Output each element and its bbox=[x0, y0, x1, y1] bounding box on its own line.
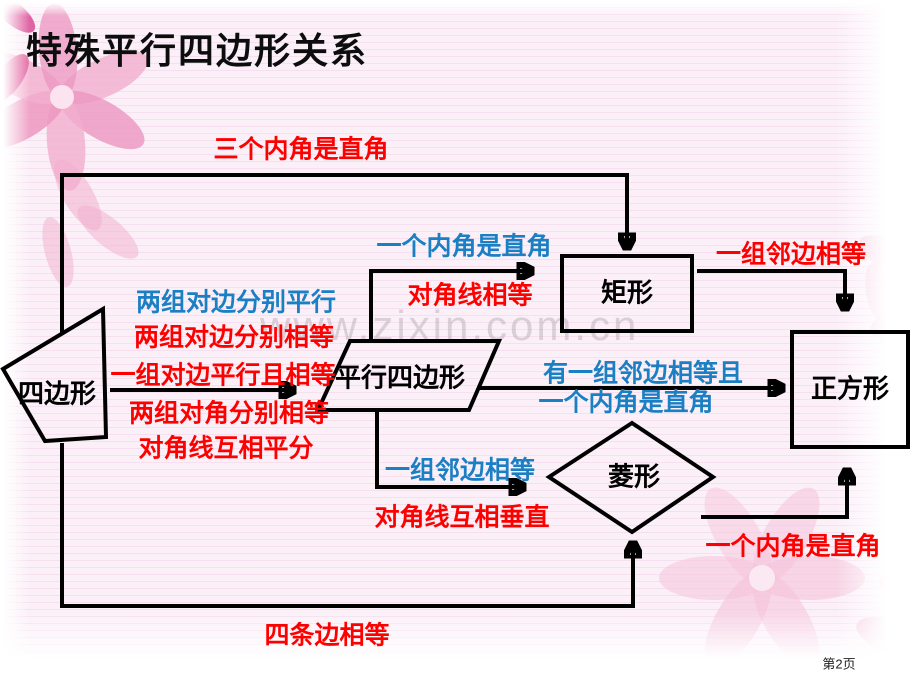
node-rectangle-label: 矩形 bbox=[600, 278, 654, 308]
node-rhombus-shape bbox=[545, 420, 717, 535]
edge-label-para-to-rhombus-1: 一组邻边相等 bbox=[384, 457, 536, 485]
arrow-quad-to-rhombus bbox=[60, 443, 633, 608]
edge-label-para-to-square-1: 有一组邻边相等且 bbox=[542, 360, 744, 388]
edge-label-para-to-rect-1: 一个内角是直角 bbox=[376, 233, 552, 261]
edge-label-quad-to-para-3: 一组对边平行且相等 bbox=[110, 362, 336, 390]
node-parallelogram-shape bbox=[314, 339, 503, 412]
edge-label-quad-to-rect: 三个内角是直角 bbox=[213, 136, 389, 164]
arrow-para-to-rhombus bbox=[375, 412, 524, 487]
arrow-rect-to-square bbox=[697, 269, 845, 309]
edge-label-para-to-rhombus-2: 对角线互相垂直 bbox=[374, 504, 550, 532]
edge-label-para-to-square-2: 一个内角是直角 bbox=[538, 389, 714, 417]
page-title: 特殊平行四边形关系 bbox=[26, 30, 369, 71]
edge-label-quad-to-para-1: 两组对边分别平行 bbox=[135, 289, 337, 317]
arrow-para-to-rect bbox=[369, 271, 532, 341]
arrow-rhombus-to-square bbox=[701, 470, 847, 519]
edge-label-rect-to-square: 一组邻边相等 bbox=[715, 241, 867, 269]
node-quadrilateral-label: 四边形 bbox=[17, 379, 97, 409]
edge-label-quad-to-rhombus: 四条边相等 bbox=[264, 622, 390, 650]
node-parallelogram-label: 平行四边形 bbox=[334, 363, 466, 393]
node-square-label: 正方形 bbox=[810, 374, 890, 404]
node-rhombus-label: 菱形 bbox=[607, 462, 661, 492]
node-quadrilateral-shape bbox=[0, 305, 109, 444]
edge-label-quad-to-para-5: 对角线互相平分 bbox=[138, 435, 314, 463]
edge-label-quad-to-para-2: 两组对边分别相等 bbox=[133, 324, 335, 352]
edge-label-quad-to-para-4: 两组对角分别相等 bbox=[128, 400, 330, 428]
node-square-shape bbox=[790, 330, 910, 449]
edge-label-rhombus-to-square: 一个内角是直角 bbox=[705, 533, 881, 561]
arrow-quad-to-rect bbox=[60, 173, 627, 333]
node-rectangle-shape bbox=[560, 254, 694, 333]
edge-label-para-to-rect-2: 对角线相等 bbox=[407, 282, 533, 310]
page-number: 第2页 bbox=[822, 656, 856, 672]
